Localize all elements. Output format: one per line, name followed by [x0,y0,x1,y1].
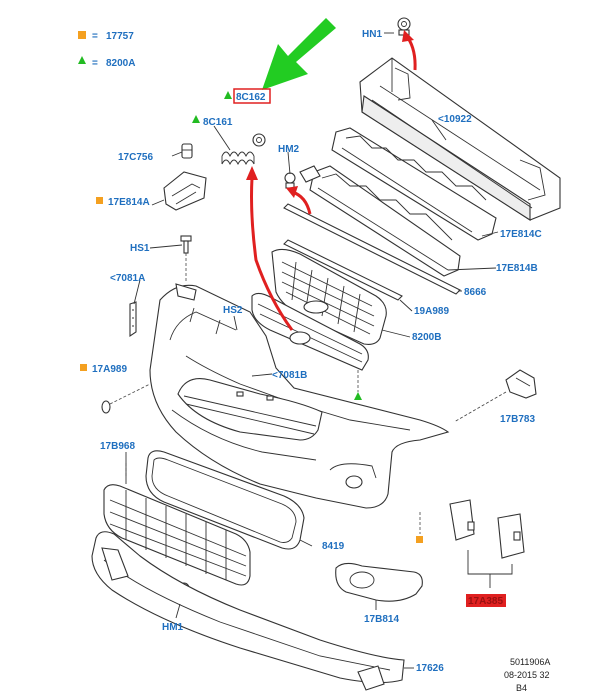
leader-lines [125,32,499,669]
label-17b814: 17B814 [364,614,399,625]
label-17e814c: 17E814C [500,229,542,240]
legend-triangle-eq: = [92,58,98,69]
label-7081a: <7081A [110,273,145,284]
label-7081b: <7081B [272,370,307,381]
nut-hm2 [284,172,296,189]
legend-square-eq: = [92,31,98,42]
label-19a989: 19A989 [414,306,449,317]
trim-strip-8666 [283,203,461,295]
red-arrow-hn1 [402,30,417,71]
label-hm1: HM1 [162,622,184,633]
clip-8c162 [252,133,266,147]
label-17c756: 17C756 [118,152,153,163]
label-8666: 8666 [464,287,487,298]
footer-date: 08-2015 32 [504,670,550,680]
label-17b968: 17B968 [100,441,135,452]
label-8c162: 8C162 [236,92,266,103]
clip-17a989 [101,383,151,414]
label-17e814a: 17E814A [108,197,150,208]
legend-triangle-marker [78,56,86,64]
bracket-17e814a [163,171,207,211]
marker-triangle-8200b [354,392,362,400]
spring-clip-8c161 [221,151,255,166]
label-hs2: HS2 [223,305,243,316]
plates-17a385 [449,499,525,588]
marker-square-17a989 [80,364,87,371]
green-pointer-arrow [262,18,336,90]
footer: 5011906A 08-2015 32 B4 [504,657,550,693]
bumper-cover [149,283,450,509]
bracket-7081a [129,301,137,338]
highlight-box-17a385 [466,594,506,607]
marker-triangle-8c162 [224,91,232,99]
label-17a989: 17A989 [92,364,127,375]
legend-triangle-code: 8200A [106,58,135,69]
label-8c161: 8C161 [203,117,233,128]
marker-square-17e814a [96,197,103,204]
legend-square-marker [78,31,86,39]
label-17b783: 17B783 [500,414,535,425]
label-8200b: 8200B [412,332,441,343]
bracket-17c756 [181,143,193,159]
highlight-box-8c162 [233,88,271,104]
label-hn1: HN1 [362,29,382,40]
label-10922: <10922 [438,114,472,125]
label-8419: 8419 [322,541,345,552]
footer-ref: 5011906A [510,657,550,667]
footer-page: B4 [516,683,527,693]
marker-triangle-8c161 [192,115,200,123]
red-arrow-8c161 [246,166,294,331]
marker-square-17b814 [416,536,423,543]
legend: = 17757 = 8200A [78,31,135,69]
reinforcement-bar [359,57,561,222]
labels: HN1 8C162 8C161 <10922 HM2 17C756 17E814… [92,29,542,674]
label-hm2: HM2 [278,144,300,155]
label-17e814b: 17E814B [496,263,538,274]
energy-absorber-middle [299,165,461,277]
label-17a385: 17A385 [468,596,503,607]
fog-bezel-17b814 [335,562,423,602]
bracket-17b783 [453,369,537,423]
label-17626: 17626 [416,663,444,674]
label-hs1: HS1 [130,243,150,254]
screw-hs1 [180,235,192,282]
energy-absorber-upper [331,127,497,241]
red-arrow-hm2 [286,186,312,215]
trim-19a989 [283,239,403,301]
lower-spoiler-17626 [91,531,405,691]
legend-square-code: 17757 [106,31,134,42]
lower-grille-17b968 [103,462,251,586]
